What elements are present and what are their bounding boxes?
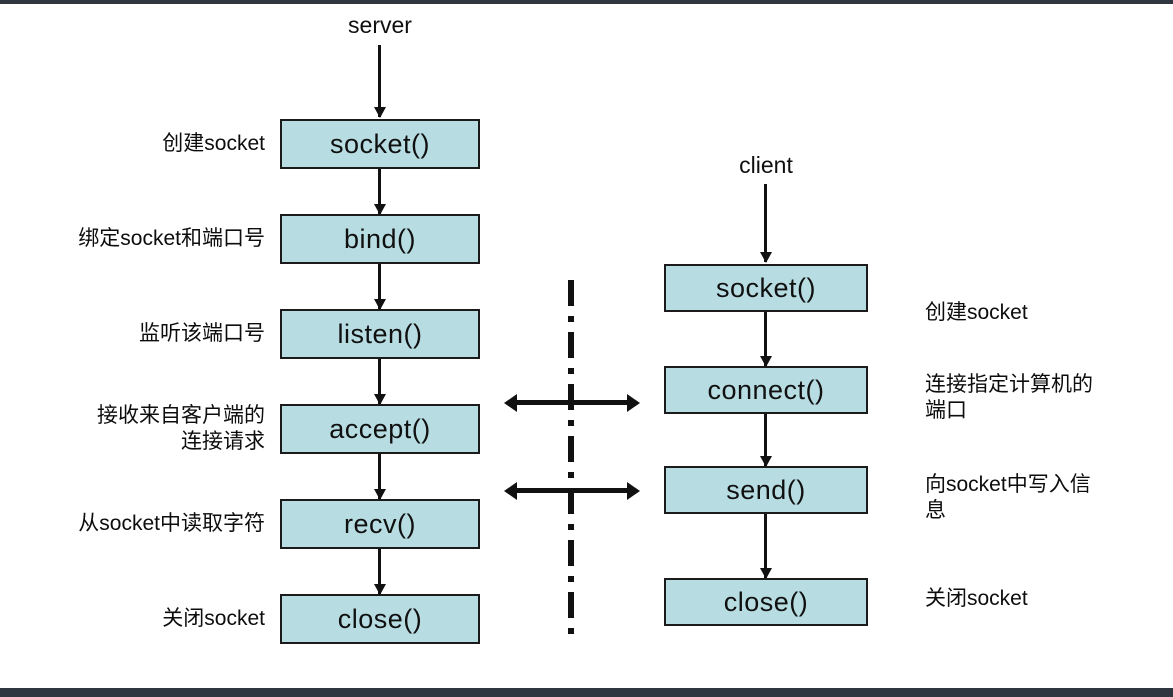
server-arrow-socket-bind — [378, 169, 381, 214]
client-box-socket[interactable]: socket() — [664, 264, 868, 312]
client-title: client — [739, 152, 793, 178]
server-arrow-listen-accept — [378, 359, 381, 404]
server-note-bind: 绑定socket和端口号 — [78, 227, 265, 250]
server-note-recv: 从socket中读取字符 — [78, 512, 265, 535]
client-box-connect[interactable]: connect() — [664, 366, 868, 414]
server-box-recv[interactable]: recv() — [280, 499, 480, 549]
server-arrow-recv-close — [378, 549, 381, 594]
server-box-accept[interactable]: accept() — [280, 404, 480, 454]
server-entry-arrow — [378, 45, 381, 117]
server-box-socket[interactable]: socket() — [280, 119, 480, 169]
client-arrow-send-close — [764, 514, 767, 578]
client-box-send[interactable]: send() — [664, 466, 868, 514]
client-note-send: 向socket中写入信 息 — [925, 473, 1091, 522]
server-arrow-bind-listen — [378, 264, 381, 309]
client-arrow-connect-send — [764, 414, 767, 466]
client-arrow-socket-connect — [764, 312, 767, 366]
client-note-connect: 连接指定计算机的 端口 — [925, 373, 1093, 422]
bottom-border-bar — [0, 688, 1173, 697]
server-arrow-accept-recv — [378, 454, 381, 499]
server-note-accept: 接收来自客户端的 连接请求 — [97, 404, 265, 453]
server-title: server — [348, 12, 412, 38]
top-border-bar — [0, 0, 1173, 4]
cross-link-connect-accept — [516, 400, 628, 405]
client-entry-arrow — [764, 184, 767, 262]
server-note-close: 关闭socket — [162, 607, 265, 630]
server-box-close[interactable]: close() — [280, 594, 480, 644]
client-box-close[interactable]: close() — [664, 578, 868, 626]
server-box-listen[interactable]: listen() — [280, 309, 480, 359]
client-note-socket: 创建socket — [925, 301, 1028, 324]
client-note-close: 关闭socket — [925, 587, 1028, 610]
server-note-listen: 监听该端口号 — [139, 322, 265, 345]
server-note-socket: 创建socket — [162, 132, 265, 155]
server-box-bind[interactable]: bind() — [280, 214, 480, 264]
cross-link-send-recv — [516, 488, 628, 493]
server-client-separator — [568, 280, 574, 642]
